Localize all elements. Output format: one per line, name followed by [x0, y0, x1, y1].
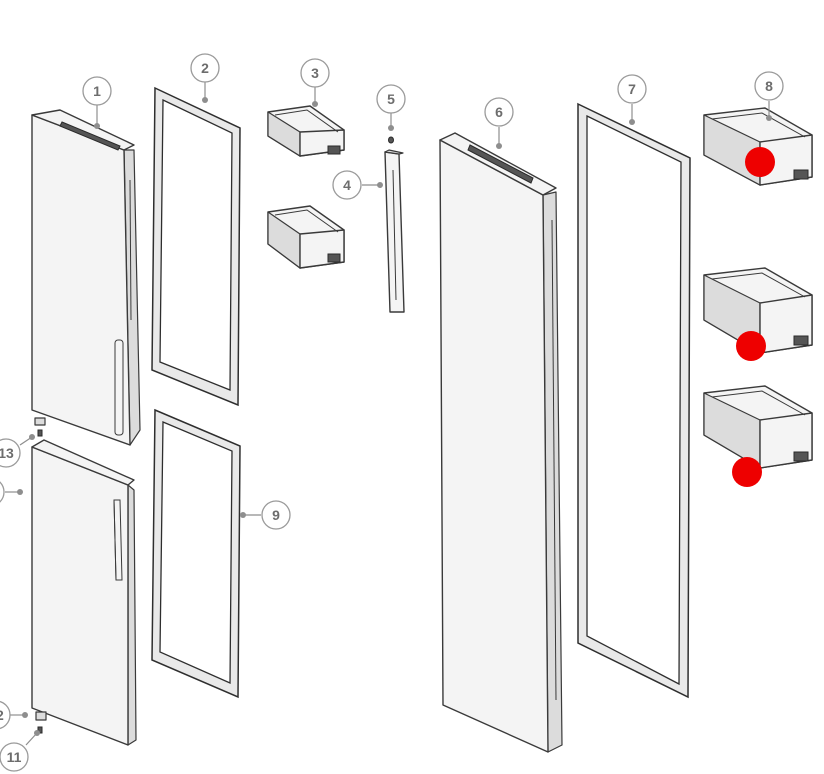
- callout-13: 13: [0, 438, 21, 468]
- callout-12: 12: [0, 700, 11, 730]
- callout-10: 10: [0, 481, 5, 503]
- callout-2-label: 2: [201, 60, 209, 76]
- small-door-bin-upper: [267, 105, 345, 157]
- callout-4-label: 4: [343, 177, 351, 193]
- large-door-bin-3: [703, 385, 813, 469]
- callout-13-label: 13: [0, 445, 14, 461]
- callout-11: 11: [0, 742, 29, 772]
- leader-lines: [5, 82, 772, 746]
- callout-11-label: 11: [7, 749, 22, 765]
- callout-7-label: 7: [628, 81, 636, 97]
- red-marker-3: [732, 457, 762, 487]
- screw: [388, 136, 394, 144]
- small-door-bin-lower: [267, 205, 345, 269]
- red-marker-2: [736, 331, 766, 361]
- callout-8: 8: [754, 71, 784, 101]
- callout-6: 6: [484, 97, 514, 127]
- callout-3: 3: [300, 58, 330, 88]
- large-door-bin-1: [703, 107, 813, 186]
- callout-5-label: 5: [387, 91, 395, 107]
- callout-12-label: 12: [0, 707, 4, 723]
- callout-1: 1: [82, 76, 112, 106]
- callout-9: 9: [261, 500, 291, 530]
- callout-2: 2: [190, 53, 220, 83]
- callout-1-label: 1: [93, 83, 101, 99]
- lower-left-door: [31, 439, 137, 746]
- callout-9-label: 9: [272, 507, 280, 523]
- hinge-cover-strip: [384, 149, 405, 313]
- callout-7: 7: [617, 74, 647, 104]
- lower-hinge-pin: [35, 711, 47, 734]
- upper-left-door: [31, 109, 141, 446]
- large-right-door: [439, 132, 563, 753]
- red-marker-1: [745, 147, 775, 177]
- upper-door-gasket: [151, 86, 241, 407]
- upper-hinge-pin: [34, 417, 46, 437]
- callout-3-label: 3: [311, 65, 319, 81]
- callout-5: 5: [376, 84, 406, 114]
- callout-4: 4: [332, 170, 362, 200]
- callout-8-label: 8: [765, 78, 773, 94]
- large-door-gasket: [577, 102, 691, 699]
- lower-door-gasket: [151, 408, 241, 699]
- callout-6-label: 6: [495, 104, 503, 120]
